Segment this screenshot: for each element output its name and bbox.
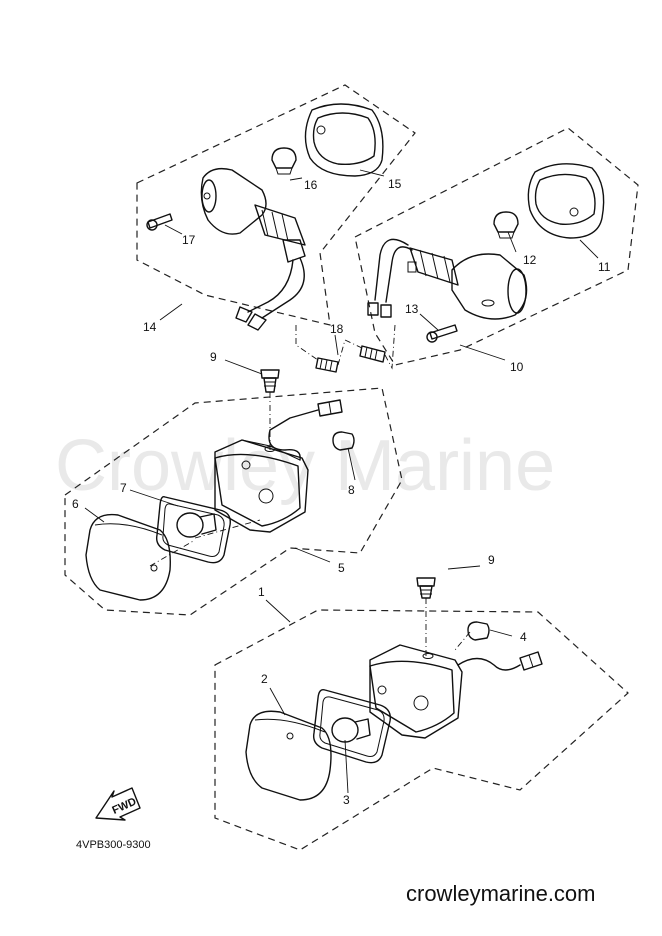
callout-labels: 1 2 3 4 5 6 7 8 9 9 10 11 12 13 14 15 16… [72,177,611,807]
fwd-label: FWD [110,796,138,817]
diagram-code: 4VPB300-9300 [76,839,151,851]
callout-13: 13 [405,302,419,316]
tail-light-assembly-lower [214,577,629,851]
bolts-18 [295,324,396,373]
callout-5: 5 [338,561,345,575]
watermark-text: Crowley Marine [55,426,555,506]
flasher-assembly-left [136,84,416,331]
callout-3: 3 [343,793,350,807]
fwd-arrow-icon: FWD [95,787,141,821]
leader-lines [84,169,599,794]
callout-14: 14 [143,320,157,334]
callout-7: 7 [120,481,127,495]
callout-17: 17 [182,233,196,247]
callout-4: 4 [520,630,527,644]
callout-15: 15 [388,177,402,191]
callout-10: 10 [510,360,524,374]
callout-18: 18 [330,322,344,336]
callout-6: 6 [72,497,79,511]
flasher-assembly-right [354,127,639,366]
tail-light-assembly-upper [64,369,403,616]
callout-2: 2 [261,672,268,686]
callout-16: 16 [304,178,318,192]
callout-9-lower: 9 [488,553,495,567]
callout-8: 8 [348,483,355,497]
callout-11: 11 [598,260,611,274]
callout-1: 1 [258,585,265,599]
callout-9-upper: 9 [210,350,217,364]
footer-site-text: crowleymarine.com [406,881,596,906]
callout-12: 12 [523,253,537,267]
